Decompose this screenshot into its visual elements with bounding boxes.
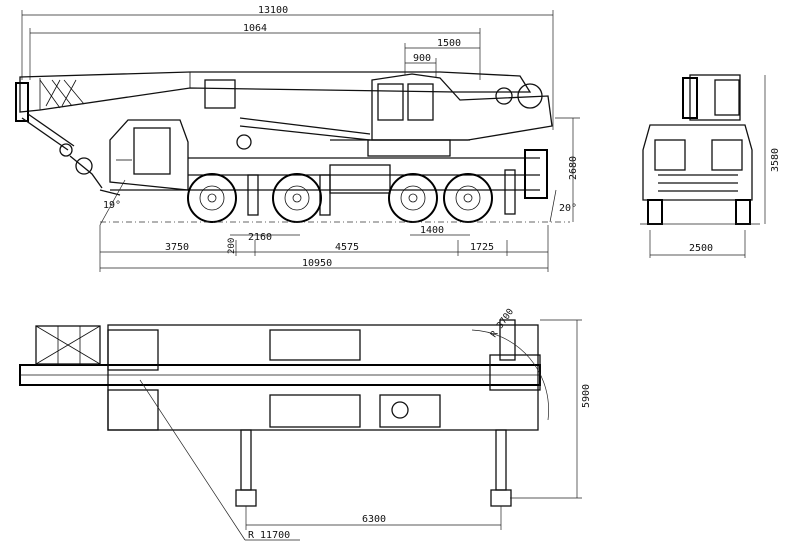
dim-overall-length: 13100 — [258, 5, 288, 16]
boom — [15, 71, 532, 122]
dim-swing-radius: R 3700 — [489, 307, 516, 339]
top-view: R 3700 6300 5900 R 11700 — [19, 307, 592, 541]
dim-rear-overhang: 1725 — [470, 242, 494, 253]
lift-cylinder — [204, 79, 371, 150]
superstructure — [330, 73, 553, 157]
dim-cab-offset: 1500 — [437, 38, 461, 49]
dim-tail-radius: R 11700 — [248, 530, 290, 541]
dim-wheelbase: 4575 — [335, 242, 359, 253]
dim-front-overhang: 3750 — [165, 242, 189, 253]
dim-cab-width: 900 — [413, 53, 431, 64]
dim-outrigger-span: 5900 — [581, 384, 592, 408]
dim-total-length: 10950 — [302, 258, 332, 269]
dim-axle-gap: 200 — [227, 238, 237, 254]
dim-height-top: 2680 — [568, 156, 579, 180]
angle-front: 19° — [103, 200, 121, 211]
dim-track-width: 2500 — [689, 243, 713, 254]
driver-cab — [99, 119, 189, 196]
side-view: 13100 1064 1500 900 — [15, 5, 580, 272]
dim-boom-length: 1064 — [243, 23, 267, 34]
dim-height-front: 3580 — [770, 148, 781, 172]
chassis — [110, 149, 548, 216]
dim-axle-pair: 2160 — [248, 232, 272, 243]
front-view: 2500 3580 — [640, 74, 781, 258]
dim-outrigger-base: 6300 — [362, 514, 386, 525]
wheels-side — [187, 173, 493, 223]
angle-rear: 20° — [559, 203, 577, 214]
dim-rear-axle-pair: 1400 — [420, 225, 444, 236]
hook-arm — [21, 113, 103, 189]
